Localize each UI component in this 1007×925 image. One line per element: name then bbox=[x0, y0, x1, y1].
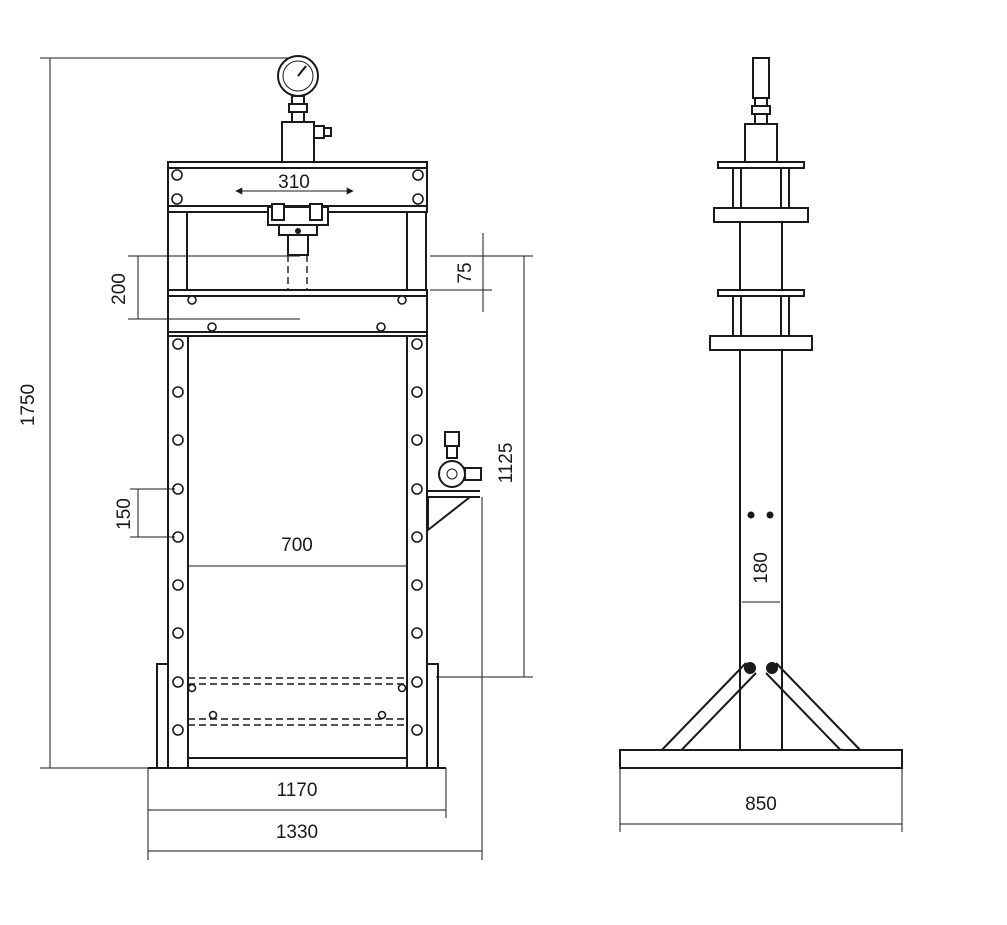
lower-plates bbox=[187, 677, 407, 726]
dim-ram-gap: 75 bbox=[455, 262, 476, 283]
front-view bbox=[148, 55, 482, 769]
press-bed bbox=[167, 289, 428, 337]
side-gauge bbox=[744, 57, 778, 165]
dim-ram-stroke: 200 bbox=[109, 273, 130, 305]
side-view bbox=[619, 57, 903, 769]
hand-pump bbox=[427, 431, 482, 533]
ram-head bbox=[267, 203, 329, 321]
dim-side-base-width: 850 bbox=[745, 794, 777, 815]
dimension-lines bbox=[40, 57, 903, 860]
frame-feet bbox=[148, 663, 446, 769]
hydraulic-cylinder bbox=[281, 121, 332, 165]
side-brackets bbox=[709, 161, 813, 351]
dim-hole-pitch: 150 bbox=[114, 498, 135, 530]
pressure-gauge-icon bbox=[277, 55, 319, 123]
dim-working-height: 1125 bbox=[496, 443, 517, 484]
side-base bbox=[619, 749, 903, 769]
dim-table-width: 310 bbox=[278, 172, 310, 193]
dim-inner-width: 700 bbox=[281, 535, 313, 556]
side-column bbox=[739, 163, 783, 769]
dim-base-width: 1330 bbox=[276, 822, 318, 843]
dim-side-inner: 180 bbox=[751, 552, 772, 584]
adjustment-holes bbox=[172, 338, 423, 736]
dimension-labels: 1750 310 200 75 1125 150 700 1170 1330 1… bbox=[18, 172, 777, 843]
dim-overall-height: 1750 bbox=[18, 384, 39, 426]
dim-frame-width: 1170 bbox=[277, 780, 318, 801]
side-legs bbox=[656, 511, 866, 766]
